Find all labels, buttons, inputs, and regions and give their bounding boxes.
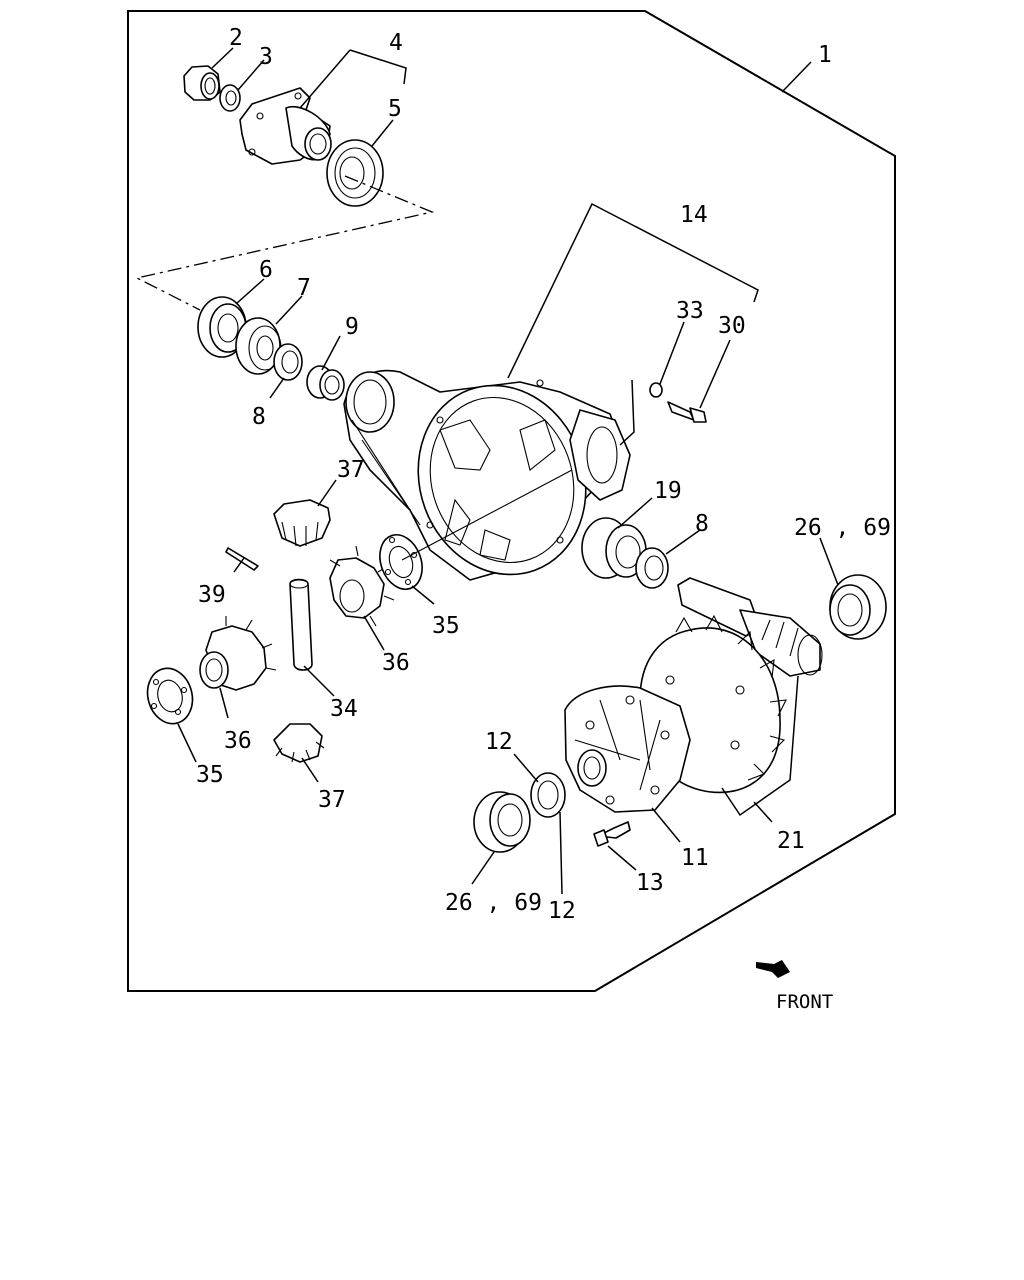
pinion-gear-37-bottom — [273, 723, 325, 763]
assembly-frame — [127, 10, 896, 992]
callout-26-69-right: 26 , 69 — [794, 515, 891, 541]
differential-case — [564, 685, 691, 813]
washer-33 — [649, 382, 663, 398]
side-gear-36-bottom — [199, 616, 277, 691]
bolt-group-leader — [619, 379, 635, 446]
oil-seal-5 — [326, 139, 384, 207]
pinion-shaft-34 — [289, 578, 313, 671]
companion-flange — [239, 87, 332, 165]
callout-1: 1 — [818, 42, 832, 68]
thrust-washer-35-top — [379, 534, 423, 590]
side-gear-36-top — [329, 545, 395, 627]
callout-3: 3 — [259, 44, 273, 70]
callout-37-bottom: 37 — [318, 787, 346, 813]
callout-7: 7 — [297, 275, 311, 301]
callout-21: 21 — [777, 828, 805, 854]
callout-36-bottom: 36 — [224, 728, 252, 754]
ring-gear-bracket — [721, 675, 799, 817]
callout-8a: 8 — [252, 404, 266, 430]
collapsible-spacer-9 — [306, 365, 345, 401]
callout-30: 30 — [718, 313, 746, 339]
bearing-26-69-left — [473, 791, 531, 853]
callout-14: 14 — [680, 202, 708, 228]
bearing-26-69-right — [829, 574, 887, 640]
callout-19: 19 — [654, 478, 682, 504]
axis-line — [401, 469, 573, 561]
lock-pin-39 — [225, 547, 259, 571]
washer — [219, 84, 241, 112]
pinion-gear-37-top — [273, 499, 331, 547]
callout-9: 9 — [345, 314, 359, 340]
flange-nut — [183, 65, 221, 101]
callout-8b: 8 — [695, 511, 709, 537]
bolt-13 — [593, 821, 631, 847]
bolt-30 — [667, 401, 707, 423]
callout-12-bottom: 12 — [548, 898, 576, 924]
front-label: FRONT — [776, 991, 833, 1013]
callout-33: 33 — [676, 298, 704, 324]
carrier-housing — [343, 369, 631, 581]
leader-lines — [177, 47, 839, 895]
callout-36-top: 36 — [382, 650, 410, 676]
callout-34: 34 — [330, 696, 358, 722]
callout-12-top: 12 — [485, 729, 513, 755]
callout-11: 11 — [681, 845, 709, 871]
shim-12 — [530, 772, 566, 818]
front-arrow-icon — [756, 960, 790, 978]
callout-39: 39 — [198, 582, 226, 608]
callout-26-69-left: 26 , 69 — [445, 890, 542, 916]
side-bearing-19 — [581, 517, 647, 579]
drive-pinion — [677, 577, 823, 677]
callout-37-top: 37 — [337, 457, 365, 483]
callout-6: 6 — [259, 257, 273, 283]
alignment-line — [135, 175, 435, 311]
shim-8b — [635, 547, 669, 589]
callout-5: 5 — [388, 96, 402, 122]
callout-35-bottom: 35 — [196, 762, 224, 788]
callout-2: 2 — [229, 25, 243, 51]
callout-13: 13 — [636, 870, 664, 896]
thrust-washer-35-bottom — [146, 667, 194, 725]
callout-35-top: 35 — [432, 613, 460, 639]
callout-4: 4 — [389, 30, 403, 56]
shim-8 — [273, 343, 303, 381]
